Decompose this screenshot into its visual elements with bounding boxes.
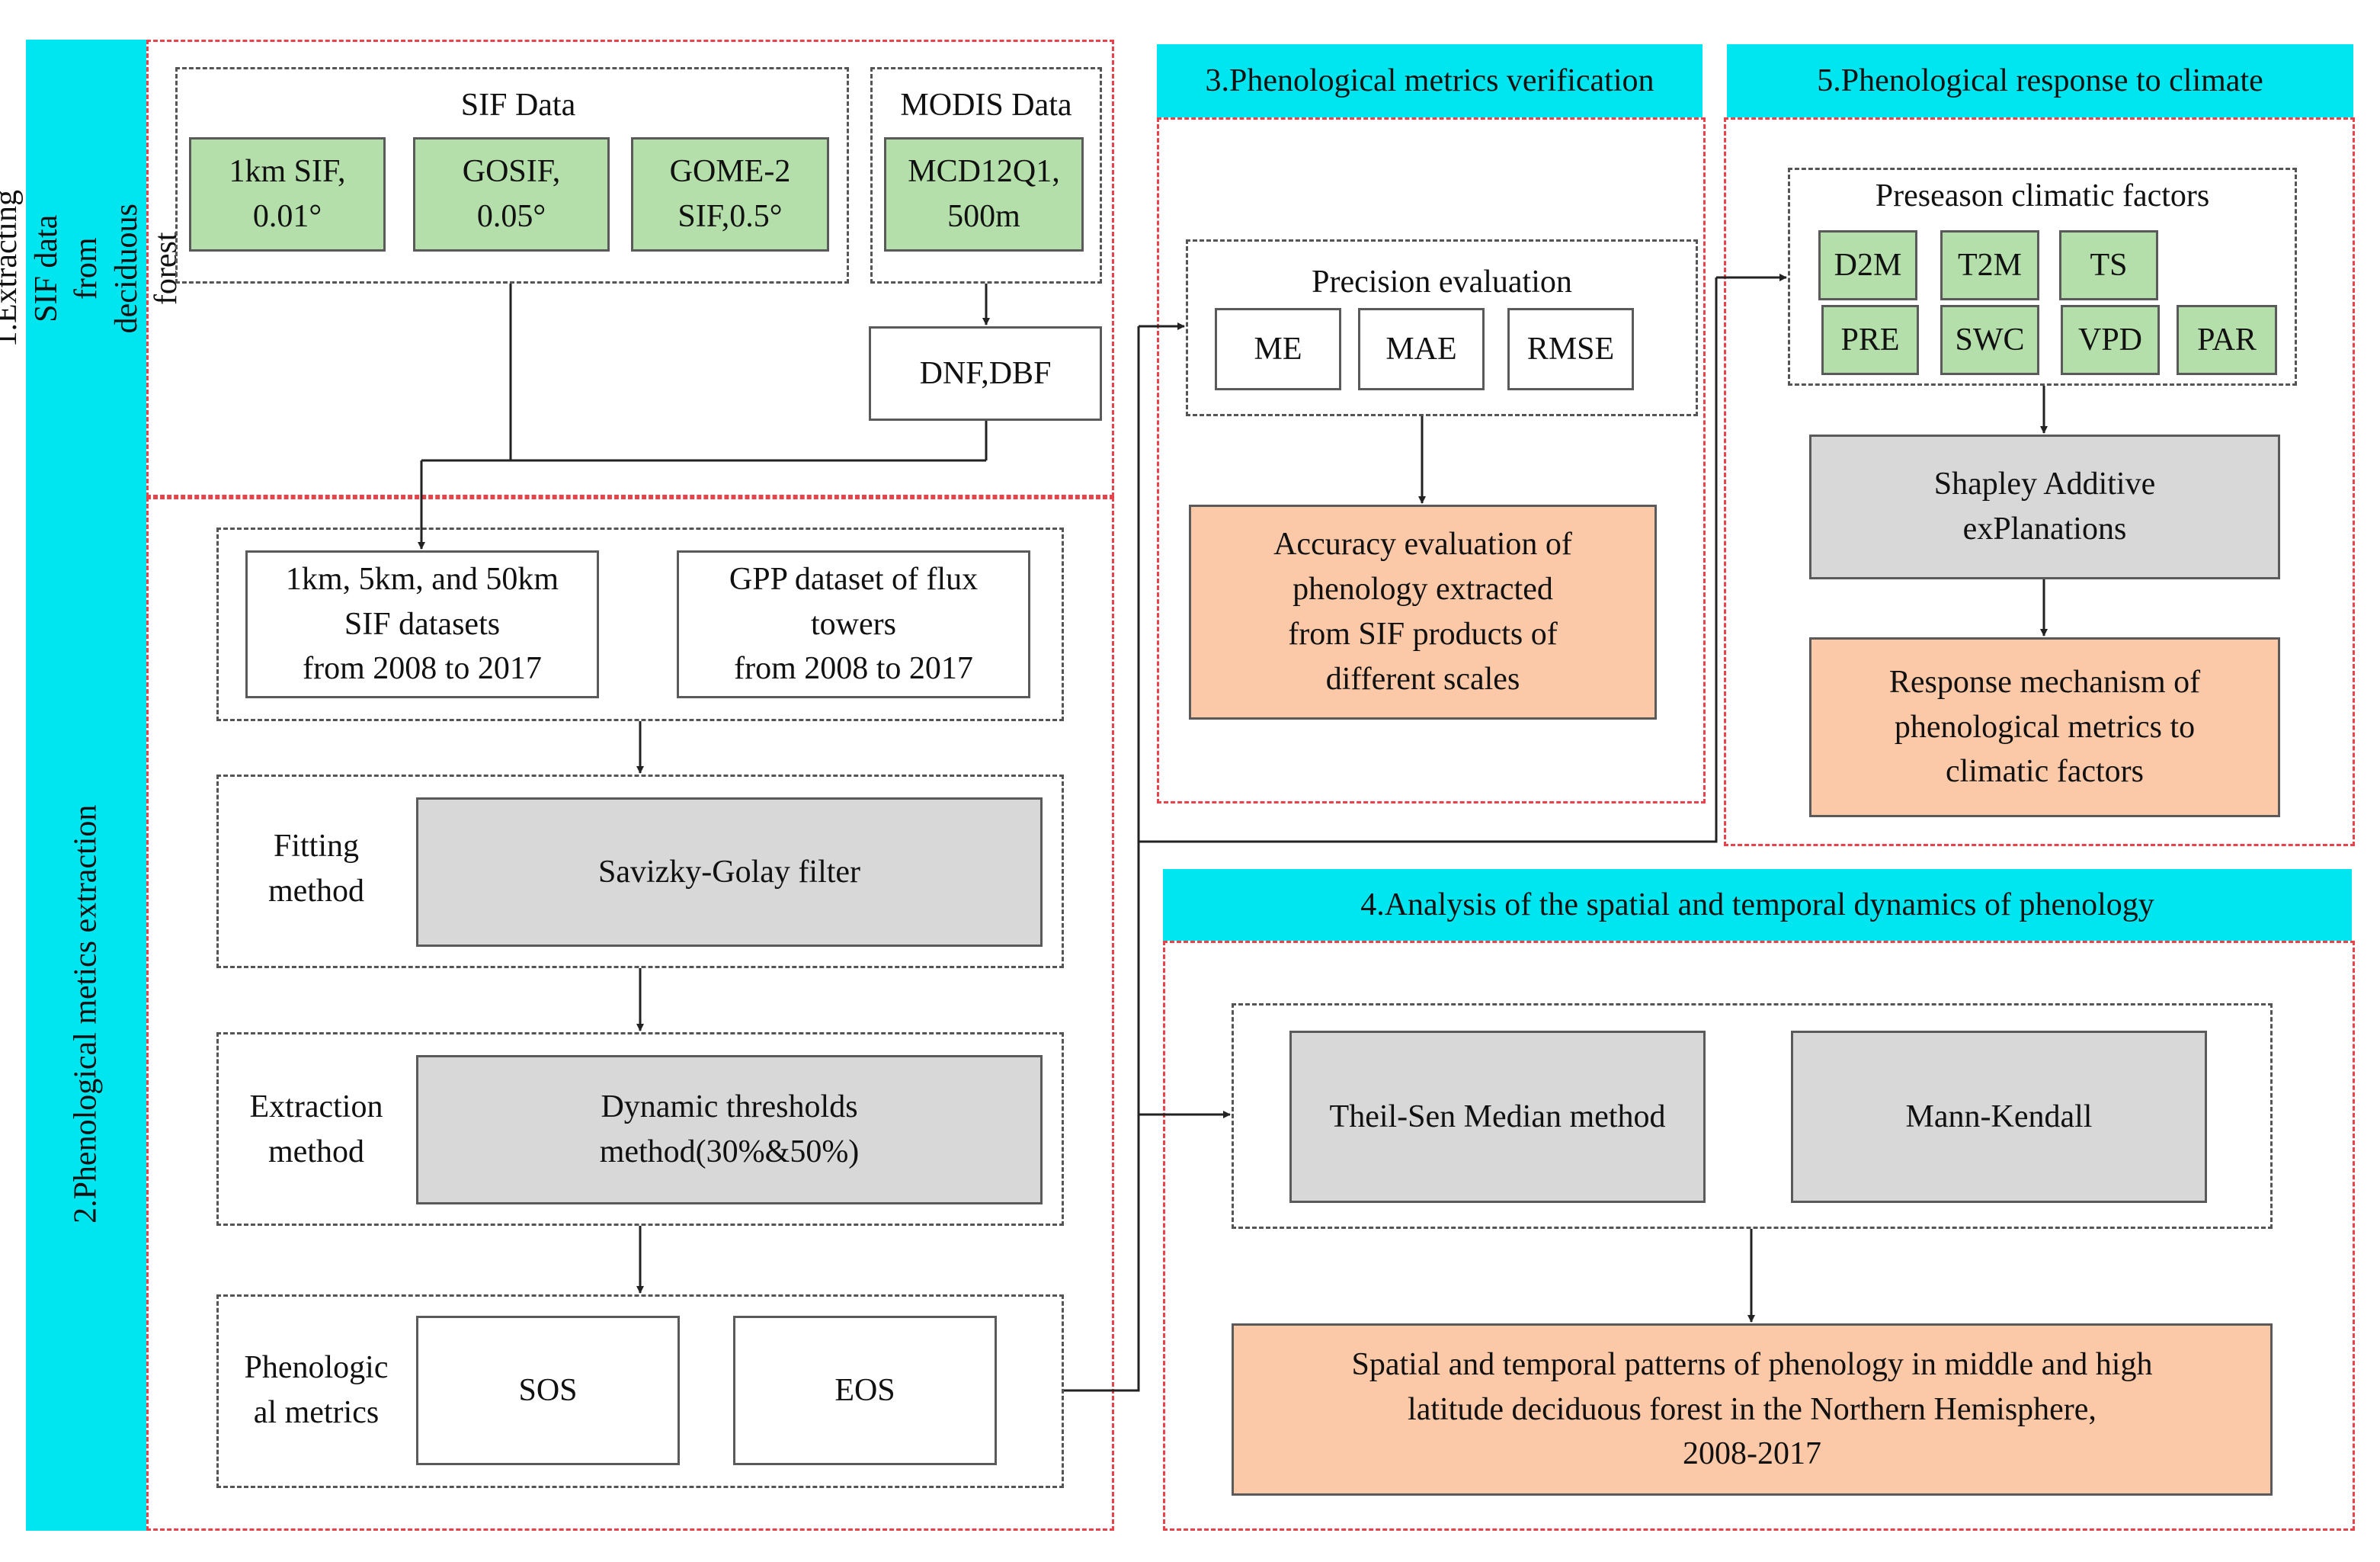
gosif-box: GOSIF, 0.05° xyxy=(413,137,610,252)
sif-1km-box: 1km SIF, 0.01° xyxy=(189,137,386,252)
metrics-group xyxy=(216,1294,1064,1488)
rmse-box: RMSE xyxy=(1507,308,1634,390)
line-to-section-5 xyxy=(1139,277,1718,843)
precision-group xyxy=(1186,239,1698,416)
response-mechanism-box: Response mechanism of phenological metri… xyxy=(1809,637,2280,817)
mann-kendall-box: Mann-Kendall xyxy=(1791,1031,2207,1203)
phenological-metrics-label: Phenologic al metrics xyxy=(244,1350,389,1430)
factor-d2m: D2M xyxy=(1818,230,1917,300)
extraction-group xyxy=(216,1032,1064,1226)
climatic-factors-title: Preseason climatic factors xyxy=(1875,178,2210,213)
shap-box: Shapley Additive exPlanations xyxy=(1809,435,2280,579)
extraction-method-label: Extraction method xyxy=(249,1089,383,1169)
fitting-group xyxy=(216,775,1064,968)
mae-box: MAE xyxy=(1358,308,1485,390)
section-3-region xyxy=(1157,117,1706,803)
me-box: ME xyxy=(1215,308,1341,390)
factor-par: PAR xyxy=(2177,305,2277,375)
factor-pre: PRE xyxy=(1821,305,1919,375)
sos-box: SOS xyxy=(416,1316,680,1465)
trend-methods-group xyxy=(1232,1003,2273,1229)
precision-title: Precision evaluation xyxy=(1312,264,1572,300)
factor-ts: TS xyxy=(2059,230,2158,300)
dnf-dbf-box: DNF,DBF xyxy=(869,326,1102,421)
section-4-region xyxy=(1163,941,2355,1531)
factor-vpd: VPD xyxy=(2061,305,2160,375)
sif-data-title: SIF Data xyxy=(460,87,576,123)
gpp-dataset-box: GPP dataset of flux towers from 2008 to … xyxy=(677,550,1030,698)
accuracy-evaluation-box: Accuracy evaluation of phenology extract… xyxy=(1189,505,1657,720)
dynamic-thresholds-box: Dynamic thresholds method(30%&50%) xyxy=(416,1055,1043,1204)
section-3-header: 3.Phenological metrics verification xyxy=(1157,44,1703,117)
factor-swc: SWC xyxy=(1940,305,2039,375)
section-2-region xyxy=(146,497,1114,1531)
section-5-header: 5.Phenological response to climate xyxy=(1727,44,2353,117)
fitting-method-label: Fitting method xyxy=(268,829,364,909)
section-1-label: 1.Extracting SIF data from deciduous for… xyxy=(0,40,184,497)
gome2-sif-box: GOME-2 SIF,0.5° xyxy=(631,137,829,252)
climatic-factors-group xyxy=(1788,168,2297,386)
modis-data-group xyxy=(870,67,1102,284)
theil-sen-box: Theil-Sen Median method xyxy=(1289,1031,1706,1203)
section-4-header: 4.Analysis of the spatial and temporal d… xyxy=(1163,869,2352,941)
spatial-temporal-patterns-box: Spatial and temporal patterns of phenolo… xyxy=(1232,1323,2273,1496)
sif-data-group xyxy=(175,67,849,284)
mcd12q1-box: MCD12Q1, 500m xyxy=(884,137,1084,252)
savitzky-golay-box: Savizky-Golay filter xyxy=(416,797,1043,947)
section-2-label: 2.Phenological metics extraction xyxy=(26,497,146,1531)
section-1-region xyxy=(146,40,1114,497)
modis-data-title: MODIS Data xyxy=(900,87,1072,123)
sif-datasets-box: 1km, 5km, and 50km SIF datasets from 200… xyxy=(245,550,599,698)
section-5-region xyxy=(1724,117,2355,846)
datasets-group xyxy=(216,528,1064,721)
eos-box: EOS xyxy=(733,1316,997,1465)
line-metrics-out xyxy=(1064,326,1140,1392)
factor-t2m: T2M xyxy=(1940,230,2039,300)
